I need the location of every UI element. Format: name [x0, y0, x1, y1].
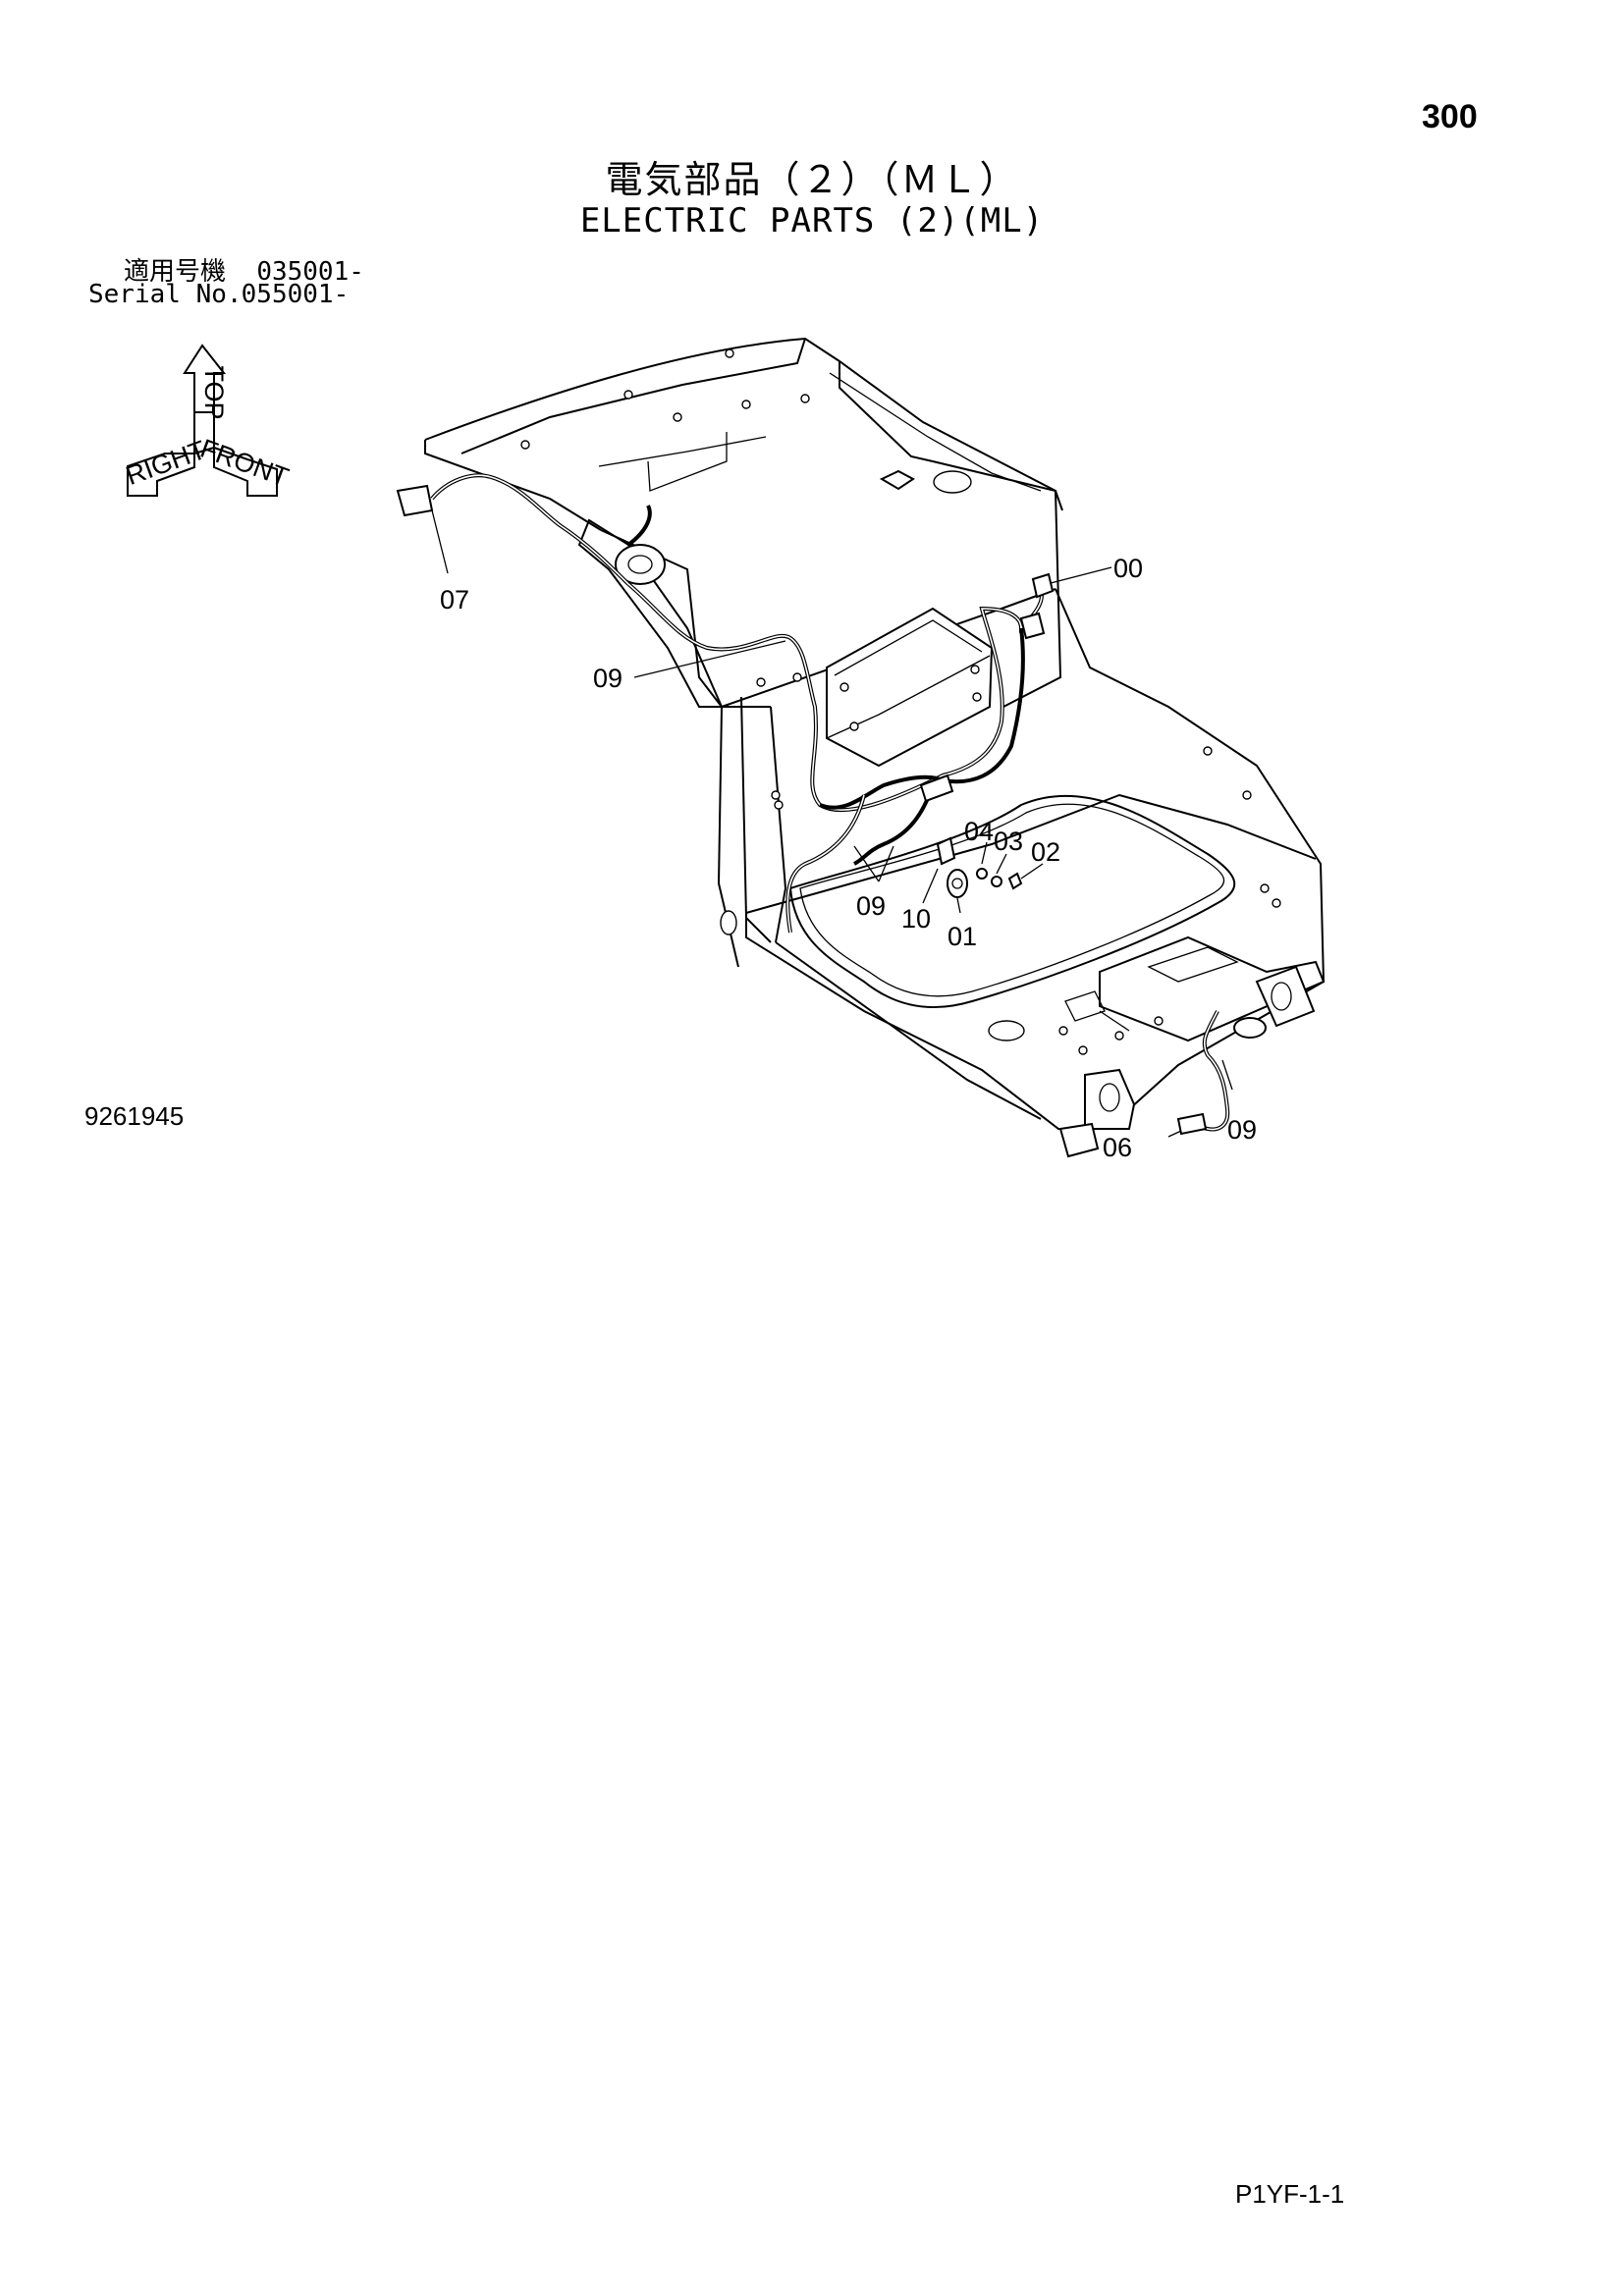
orientation-label-front: FRONT: [196, 434, 293, 493]
pivot-bracket: [577, 518, 724, 708]
serial-label: 適用号機: [123, 257, 226, 287]
orientation-label-top: TOP: [199, 365, 229, 419]
callout-01: 01: [947, 922, 977, 951]
serial-value: 055001-: [241, 280, 350, 309]
catalog-code: P1YF-1-1: [1235, 2179, 1345, 2209]
callout-10: 10: [901, 904, 931, 934]
serial-value: 035001-: [256, 257, 364, 287]
callout-09-lower: 09: [856, 891, 886, 921]
frame-column: [717, 672, 802, 968]
connectors: [396, 484, 1208, 1136]
page-number: 300: [1422, 98, 1478, 135]
callout-09-rear: 09: [1227, 1115, 1257, 1145]
callout-07: 07: [440, 585, 469, 614]
leader-lines: [431, 509, 1233, 1138]
callout-03: 03: [994, 827, 1023, 856]
callout-04: 04: [964, 817, 994, 846]
orientation-label-right: RIGHT: [122, 435, 209, 491]
title-japanese: 電気部品（２）（ＭＬ）: [605, 158, 1019, 201]
serial-row-en: Serial No. 055001-: [88, 280, 349, 309]
callout-06: 06: [1103, 1133, 1132, 1162]
serial-row-jp: 適用号機 035001-: [88, 251, 364, 288]
callout-labels: 07 00 09 04 03 02 09 10 01 09 06: [440, 554, 1257, 1162]
lower-frame: [745, 588, 1326, 1158]
callout-02: 02: [1031, 837, 1060, 867]
orientation-icon: TOP RIGHT FRONT: [122, 344, 293, 497]
serial-label: Serial No.: [88, 280, 243, 309]
callout-09: 09: [593, 664, 623, 693]
callout-00: 00: [1113, 554, 1143, 583]
title-english: ELECTRIC PARTS (2)(ML): [579, 201, 1045, 240]
drawing-number: 9261945: [84, 1101, 185, 1131]
controller-box: [826, 607, 994, 768]
